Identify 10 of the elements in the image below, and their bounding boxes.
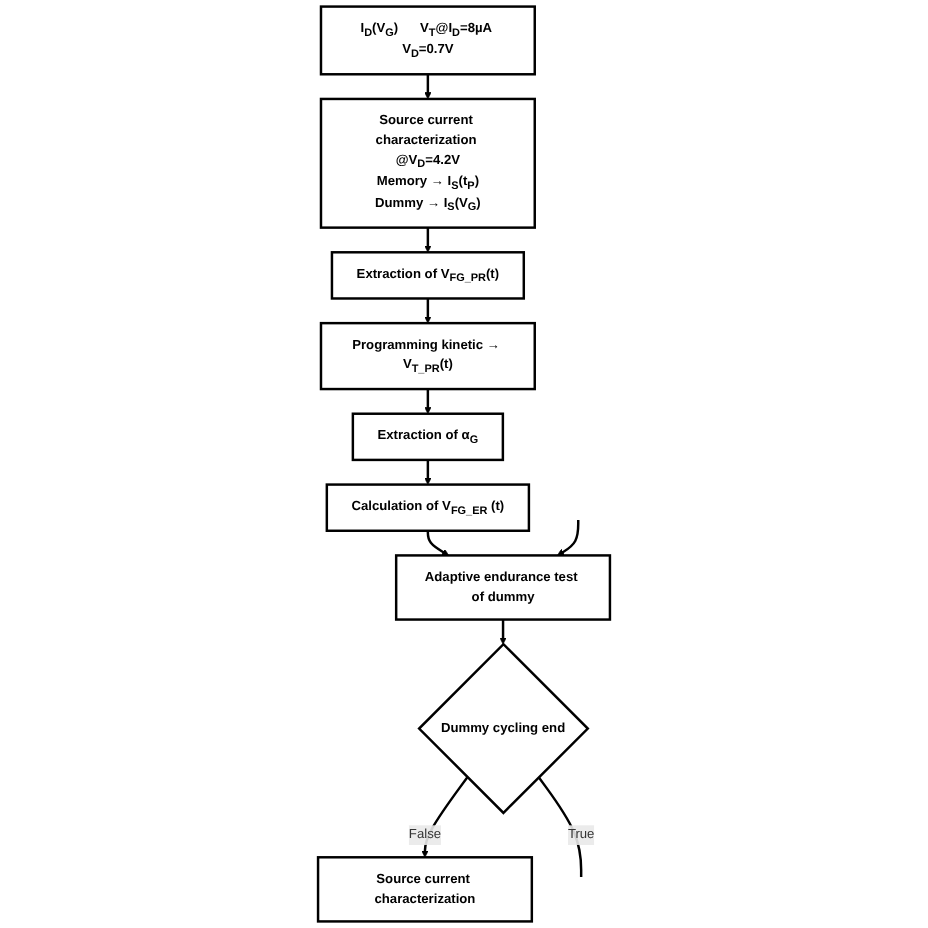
arrow [557, 520, 580, 556]
arrow [424, 74, 432, 100]
arrow [424, 389, 432, 415]
arrow [499, 619, 507, 645]
arrow [421, 776, 469, 858]
arrow [426, 530, 450, 556]
connector [537, 776, 583, 877]
arrow [424, 298, 432, 324]
arrow [424, 227, 432, 253]
arrow [424, 459, 432, 485]
